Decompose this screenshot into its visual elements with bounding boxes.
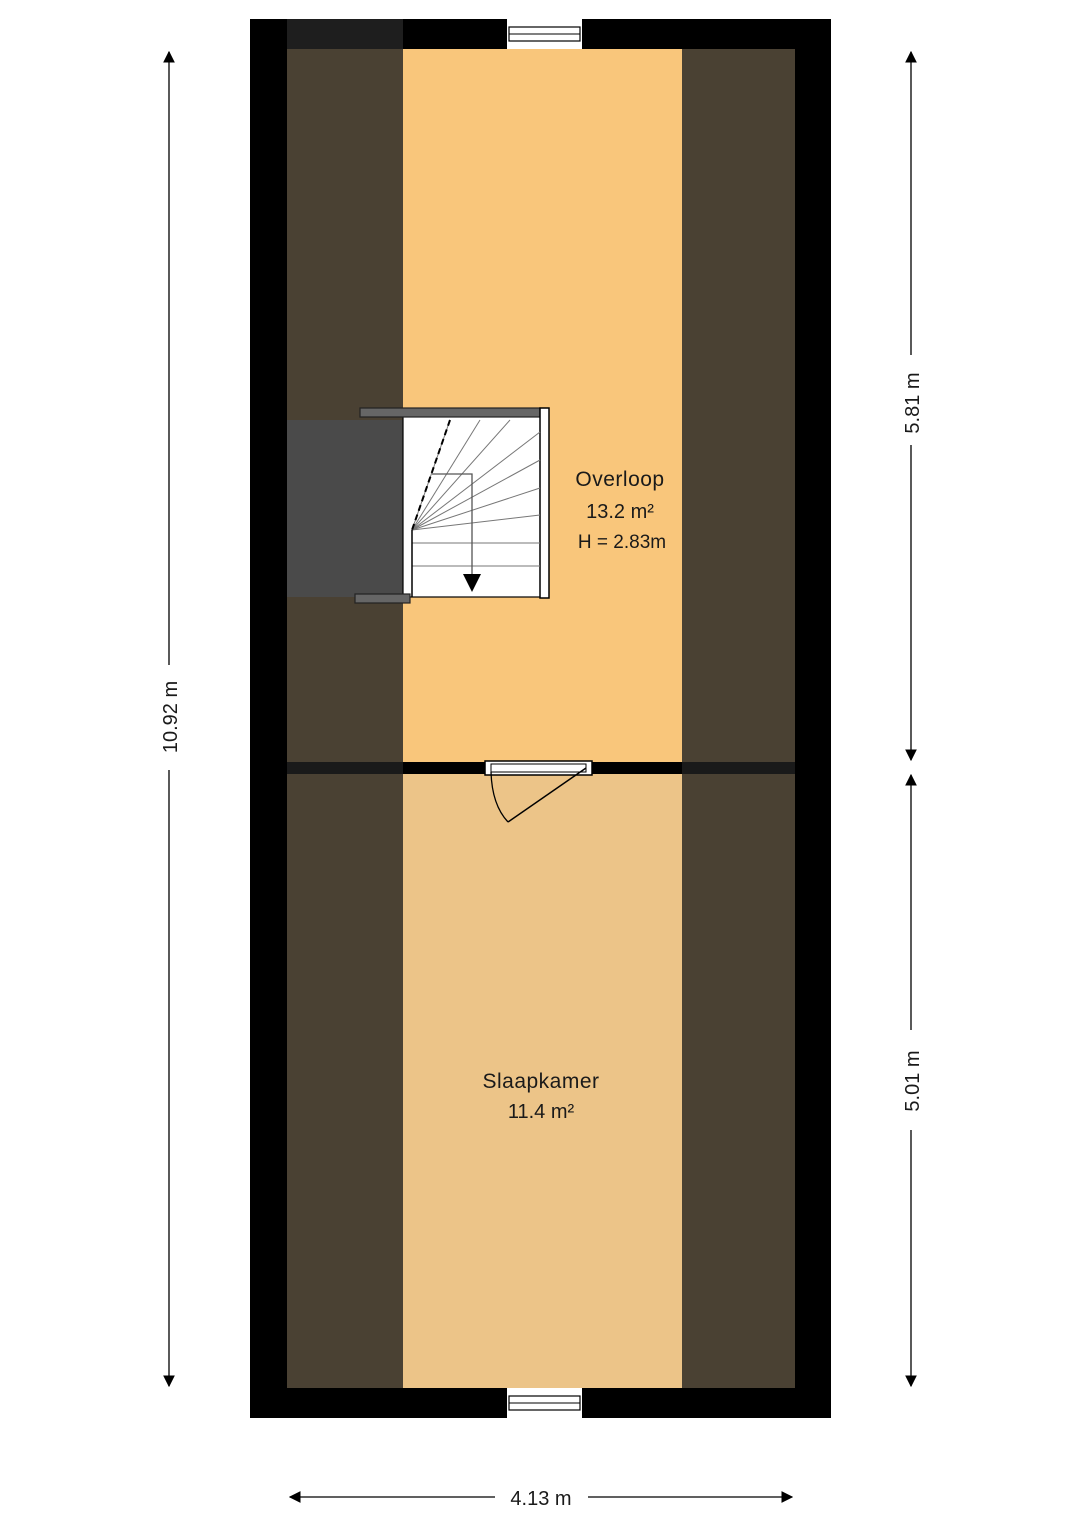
width-label: 4.13 m — [510, 1488, 571, 1510]
overloop-height: H = 2.83m — [578, 532, 666, 553]
overloop-name: Overloop — [575, 468, 664, 491]
lower-height-label: 5.01 m — [902, 1050, 924, 1111]
window-bottom — [507, 1388, 582, 1418]
staircase — [354, 407, 550, 604]
window-top — [507, 19, 582, 49]
slaapkamer-name: Slaapkamer — [482, 1070, 599, 1093]
overloop-area: 13.2 m² — [586, 501, 654, 523]
eaves-zone-right-lower — [682, 774, 795, 1388]
stair-void — [287, 420, 403, 597]
room-overloop — [403, 49, 682, 762]
eaves-zone-left-lower — [287, 774, 403, 1388]
bedroom-door — [484, 760, 593, 823]
eaves-corner-shade — [287, 19, 403, 49]
eaves-zone-right-upper — [682, 49, 795, 762]
room-slaapkamer — [403, 774, 682, 1388]
eaves-zone-left-upper — [287, 49, 403, 762]
slaapkamer-area: 11.4 m² — [508, 1101, 575, 1123]
partition-wall-left-light — [287, 762, 403, 774]
total-height-label: 10.92 m — [160, 681, 182, 753]
upper-height-label: 5.81 m — [902, 372, 924, 433]
partition-wall-right-light — [682, 762, 795, 774]
